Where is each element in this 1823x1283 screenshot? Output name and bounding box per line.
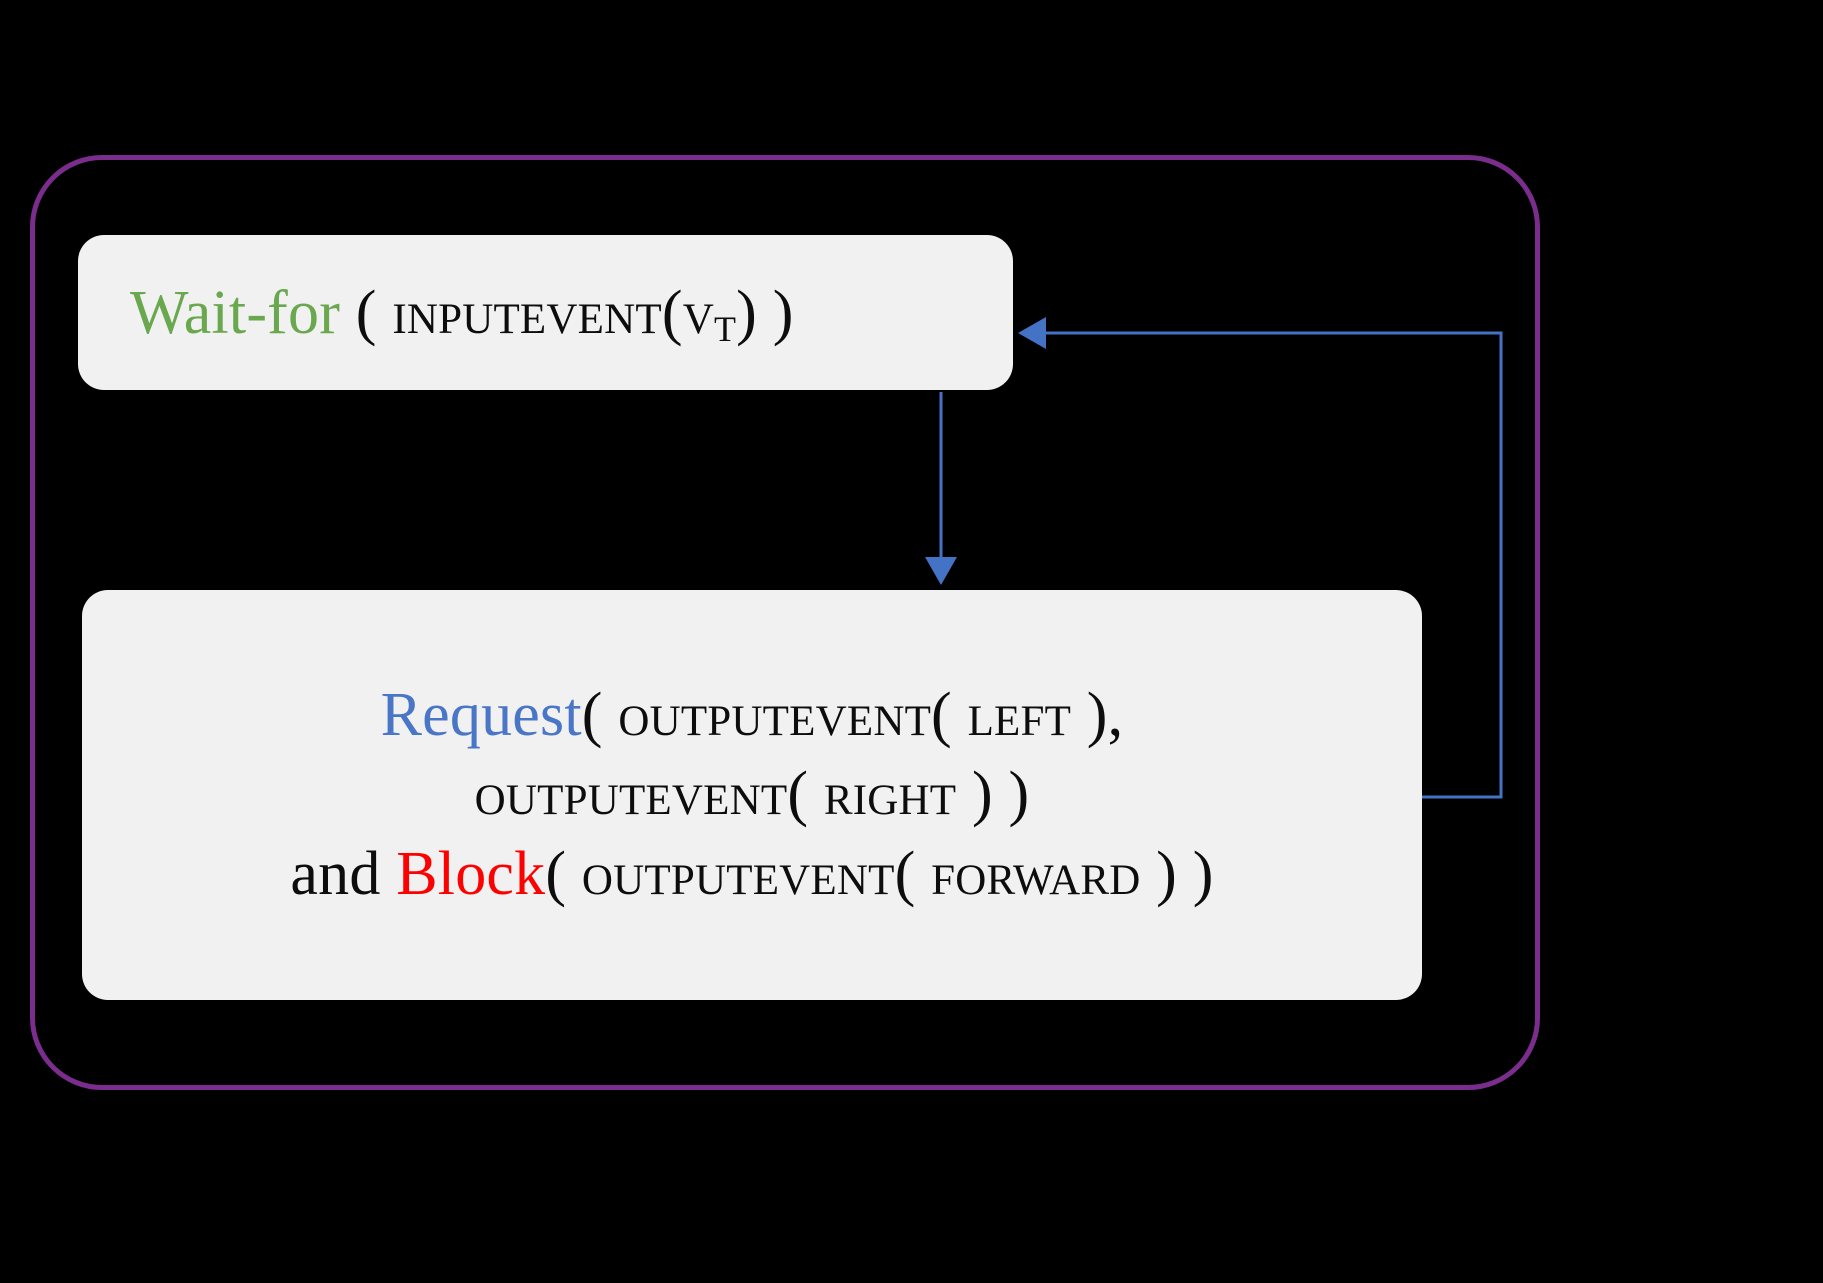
request-block-node[interactable]: Request( OutputEvent( Left ), OutputEven… — [82, 590, 1422, 1000]
block-open-paren: ( — [545, 839, 582, 908]
left-arg-label: Left — [967, 680, 1072, 749]
forward-arg-label: Forward — [931, 839, 1141, 908]
wait-arg-subscript: T — [713, 308, 737, 349]
request-open-paren: ( — [581, 680, 619, 749]
output-event-label-forward: OutputEvent — [581, 839, 895, 908]
input-event-label: InputEvent — [392, 278, 662, 347]
right-arg-open-paren: ( — [787, 760, 824, 829]
wait-arg-open-paren: ( — [661, 278, 683, 347]
request-block-statement: Request( OutputEvent( Left ), OutputEven… — [290, 676, 1213, 914]
request-statement-line-2: OutputEvent( Right ) ) — [290, 755, 1213, 834]
right-arg-label: Right — [823, 760, 957, 829]
request-keyword: Request — [380, 680, 582, 749]
wait-for-statement: Wait-for ( InputEvent(vT) ) — [130, 278, 794, 347]
request-statement-line-3: and Block( OutputEvent( Forward ) ) — [290, 835, 1213, 914]
request-statement-line-1: Request( OutputEvent( Left ), — [290, 676, 1213, 755]
forward-arg-open-paren: ( — [894, 839, 932, 908]
block-keyword: Block — [396, 839, 546, 908]
right-arg-close-paren: ) ) — [956, 760, 1030, 829]
forward-arg-close-paren: ) ) — [1140, 839, 1214, 908]
behavioral-thread-container — [30, 155, 1540, 1090]
output-event-label-left: OutputEvent — [618, 680, 932, 749]
wait-for-keyword: Wait-for — [130, 278, 341, 347]
left-arg-close-paren: ), — [1071, 680, 1124, 749]
wait-for-close-paren: ) — [757, 278, 794, 347]
wait-arg-label: v — [682, 278, 714, 347]
wait-for-open-paren: ( — [340, 278, 393, 347]
wait-for-node[interactable]: Wait-for ( InputEvent(vT) ) — [78, 235, 1013, 390]
output-event-label-right: OutputEvent — [474, 760, 788, 829]
left-arg-open-paren: ( — [931, 680, 968, 749]
wait-arg-close-paren: ) — [736, 278, 757, 347]
and-conjunction: and — [290, 839, 397, 908]
